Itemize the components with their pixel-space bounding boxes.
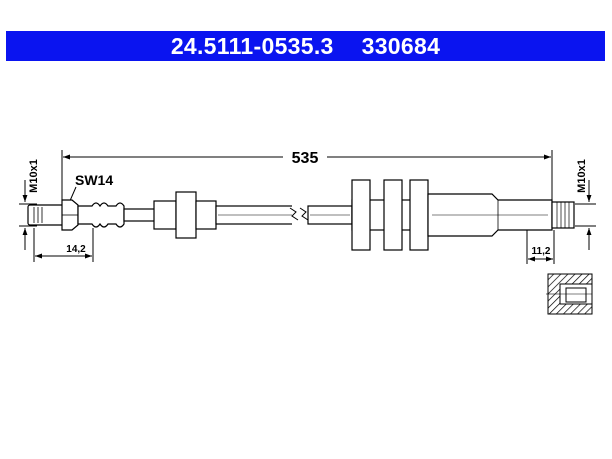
left-ferrule	[77, 202, 125, 228]
title-bar: 24.5111-0535.3 330684	[6, 31, 605, 61]
left-thread-tip	[27, 204, 65, 226]
bracket-plate-2	[383, 179, 403, 251]
right-thread-tip	[551, 201, 575, 229]
left-thread-dimension	[19, 180, 37, 250]
left-thread-label: M10x1	[28, 159, 40, 193]
left-bracket	[175, 191, 197, 239]
bracket-plate-1	[351, 179, 371, 251]
left-fitting-length-label: 14,2	[66, 244, 86, 255]
part-number: 24.5111-0535.3	[170, 32, 334, 59]
wrench-size-label: SW14	[75, 172, 113, 188]
right-fitting-length-label: 11,2	[532, 246, 551, 257]
left-fitting-dimension	[33, 228, 94, 262]
right-thread-label: M10x1	[576, 159, 588, 193]
overall-length-label: 535	[292, 150, 319, 167]
sectional-detail-view	[546, 273, 593, 315]
bracket-plate-3	[409, 179, 429, 251]
right-thread-dimension	[575, 180, 596, 250]
reference-number: 330684	[361, 32, 441, 59]
right-fitting-dimension	[526, 230, 555, 264]
brake-hose	[27, 179, 575, 251]
